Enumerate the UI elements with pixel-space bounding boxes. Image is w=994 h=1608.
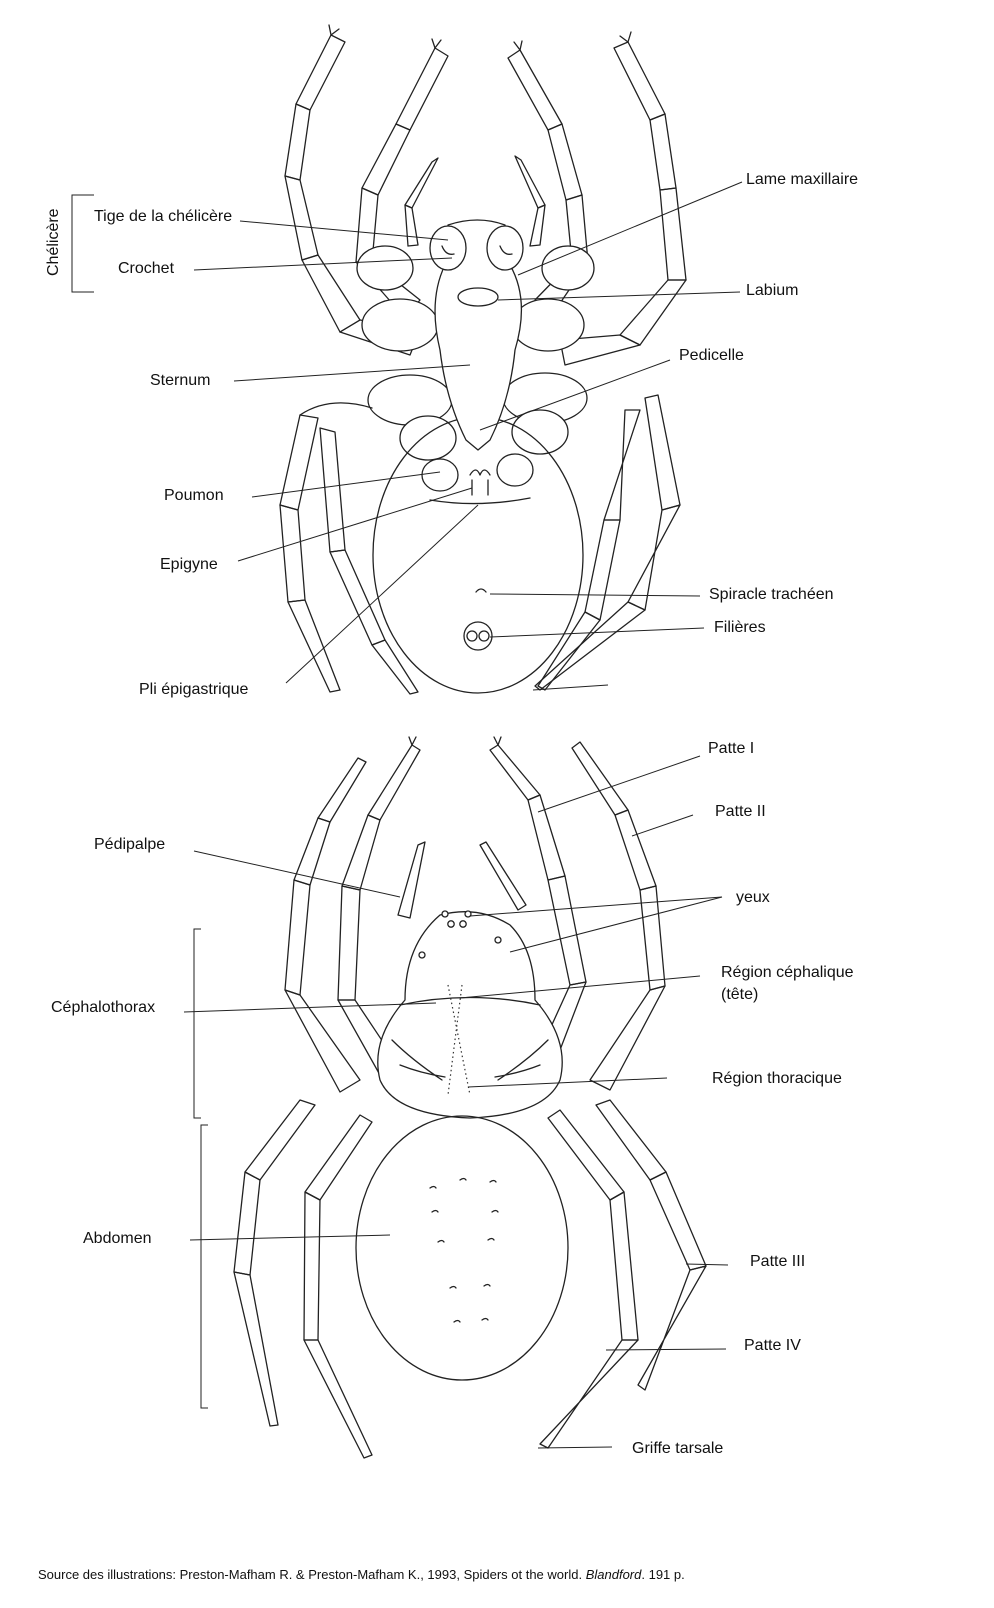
dorsal-leg-right-3	[595, 1099, 707, 1391]
source-publisher: Blandford	[585, 1567, 642, 1582]
ventral-leg-right-4	[537, 409, 641, 691]
label-cephalothorax: Céphalothorax	[51, 999, 155, 1016]
label-griffe-tarsale: Griffe tarsale	[632, 1440, 723, 1457]
dorsal-leg-left-3	[233, 1099, 316, 1427]
label-spiracle-tracheen: Spiracle trachéen	[709, 586, 834, 603]
label-sternum: Sternum	[150, 372, 210, 389]
dorsal-spider-drawing	[233, 736, 707, 1459]
ventral-leg-left-1	[284, 24, 346, 261]
dorsal-leg-right-2	[571, 741, 666, 991]
label-patte-4: Patte IV	[744, 1337, 801, 1354]
source-citation: Source des illustrations: Preston-Mafham…	[38, 1567, 685, 1582]
label-pedicelle: Pedicelle	[679, 347, 744, 364]
label-lame-maxillaire: Lame maxillaire	[746, 171, 858, 188]
label-chelicere: Chélicère	[45, 208, 62, 276]
ventral-spider-drawing	[279, 24, 687, 695]
abdomen-muscle-spots	[429, 1177, 499, 1323]
ventral-leg-right-1	[507, 40, 589, 263]
label-filieres: Filières	[714, 619, 766, 636]
ventral-leg-left-4	[319, 427, 419, 695]
label-patte-3: Patte III	[750, 1253, 805, 1270]
dorsal-leader-lines	[183, 755, 729, 1449]
ventral-leader-lines	[71, 181, 743, 691]
label-pli-epigastrique: Pli épigastrique	[139, 681, 249, 698]
ventral-leg-left-3	[279, 402, 373, 693]
label-region-cephalique: Région céphalique	[721, 964, 854, 981]
label-patte-1: Patte I	[708, 740, 754, 757]
label-region-cephalique-tete: (tête)	[721, 986, 758, 1003]
dorsal-leg-left-4	[303, 1114, 373, 1459]
dorsal-leg-right-4	[539, 1109, 639, 1449]
label-labium: Labium	[746, 282, 798, 299]
dorsal-leg-left-2	[284, 757, 367, 996]
label-abdomen: Abdomen	[83, 1230, 152, 1247]
label-patte-2: Patte II	[715, 803, 766, 820]
label-poumon: Poumon	[164, 487, 224, 504]
dorsal-leg-left-1	[337, 736, 421, 1001]
label-tige-chelicere: Tige de la chélicère	[94, 208, 232, 225]
ventral-leg-right-2	[613, 31, 687, 281]
label-pedipalpe: Pédipalpe	[94, 836, 165, 853]
source-prefix: Source des illustrations: Preston-Mafham…	[38, 1567, 586, 1582]
label-crochet: Crochet	[118, 260, 175, 277]
source-suffix: . 191 p.	[641, 1567, 685, 1582]
label-yeux: yeux	[736, 889, 770, 906]
ventral-leg-left-2	[355, 38, 449, 263]
label-epigyne: Epigyne	[160, 556, 218, 573]
label-region-thoracique: Région thoracique	[712, 1070, 842, 1087]
